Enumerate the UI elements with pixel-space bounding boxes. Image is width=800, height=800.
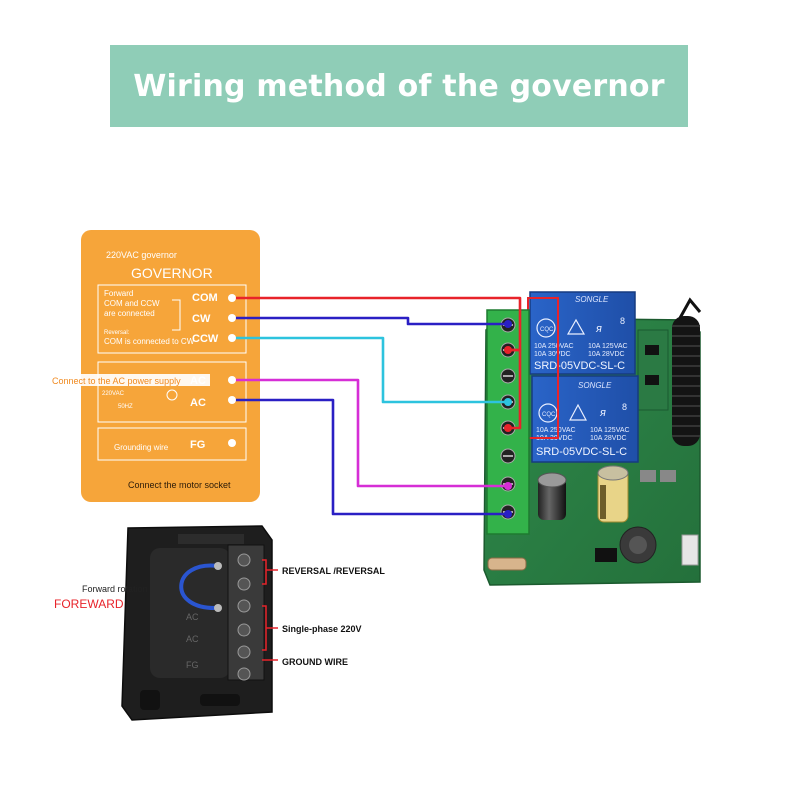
wire-cyan-ccw [232,336,508,404]
terminal-wire-dots [504,320,512,518]
svg-text:FG: FG [186,660,199,670]
svg-text:Grounding wire: Grounding wire [114,443,169,452]
svg-text:SRD-05VDC-SL-C: SRD-05VDC-SL-C [536,446,627,458]
svg-text:50HZ: 50HZ [118,404,133,410]
governor-title: GOVERNOR [131,265,213,281]
svg-text:8: 8 [622,402,627,412]
terminal-label-cw: CW [192,313,211,325]
terminal-label-com: COM [192,292,218,304]
terminal-ac2 [228,396,236,404]
resistor [487,557,527,571]
motor-socket-label: Connect the motor socket [128,480,231,490]
svg-text:COM is connected to CW: COM is connected to CW [104,337,195,346]
svg-text:10A 250VAC: 10A 250VAC [534,343,574,350]
terminal-cw [228,314,236,322]
svg-text:220VAC: 220VAC [102,391,125,397]
capacitor-2 [597,465,629,523]
svg-text:SONGLE: SONGLE [575,295,609,304]
svg-text:ᴙ: ᴙ [599,407,606,419]
terminal-label-ac2: AC [190,397,206,409]
svg-text:AC: AC [186,634,199,644]
relay-1: SONGLE CQC ᴙ 8 10A 250VAC 10A 30VDC 10A … [529,291,636,375]
svg-text:COM and CCW: COM and CCW [104,299,160,308]
svg-text:Forward: Forward [104,289,133,298]
svg-text:are connected: are connected [104,309,155,318]
terminal-ccw [228,334,236,342]
svg-text:SONGLE: SONGLE [578,381,612,390]
terminal-label-ccw: CCW [192,333,219,345]
foreward-label: FOREWARD [54,597,124,611]
svg-text:CQC: CQC [542,412,556,418]
terminal-fg [228,439,236,447]
wire-magenta-ac [232,378,508,488]
title-banner: Wiring method of the governor [110,45,688,127]
antenna-coil [672,297,702,446]
power-note: Connect to the AC power supply [50,374,210,386]
terminal-ac1 [228,376,236,384]
terminal-label-fg: FG [190,439,205,451]
svg-text:CQC: CQC [540,327,554,333]
jumper-wire [179,563,219,611]
terminal-com [228,294,236,302]
svg-text:Reversal:: Reversal: [104,330,130,336]
svg-text:10A 28VDC: 10A 28VDC [588,351,625,358]
wire-blue-ac [232,398,508,516]
terminal-block [486,309,530,535]
governor-terminals [228,294,236,404]
svg-text:10A 250VAC: 10A 250VAC [536,427,576,434]
svg-text:10A 28VDC: 10A 28VDC [590,435,627,442]
svg-text:10A 30VDC: 10A 30VDC [534,351,571,358]
single-phase-label: Single-phase 220V [282,624,362,634]
title-text: Wiring method of the governor [133,68,665,104]
svg-text:SRD-05VDC-SL-C: SRD-05VDC-SL-C [534,360,625,372]
svg-text:ᴙ: ᴙ [595,323,602,335]
svg-text:8: 8 [620,316,625,326]
wires [232,296,522,516]
svg-text:10A 125VAC: 10A 125VAC [588,343,628,350]
governor-panel: 220VAC governor GOVERNOR Forward COM and… [81,230,260,502]
svg-text:10A 125VAC: 10A 125VAC [590,427,630,434]
ic-chip [595,548,617,562]
ground-wire-label: GROUND WIRE [282,657,348,667]
governor-small-title: 220VAC governor [106,250,177,260]
reversal-label: REVERSAL /REVERSAL [282,566,385,576]
capacitor-1 [537,472,567,520]
svg-text:AC: AC [186,612,199,622]
forward-rotation-label: Forward rotation [82,584,148,594]
wire-blue-cw [232,316,508,326]
relay-2: SONGLE CQC ᴙ 8 10A 250VAC 10A 30VDC 10A … [531,375,639,463]
motor-socket-box: AC AC FG [121,525,278,721]
svg-text:Connect to the AC power supply: Connect to the AC power supply [52,376,181,386]
wire-red-bridge [508,348,522,430]
pcb-button [681,534,699,566]
